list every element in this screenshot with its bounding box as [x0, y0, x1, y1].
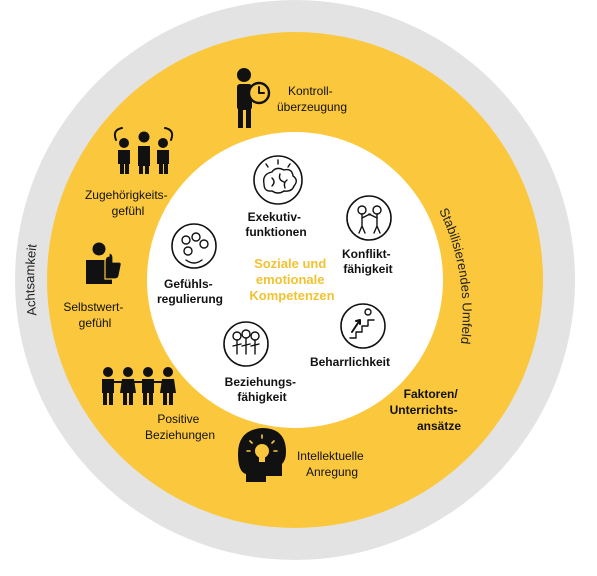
emotions-icon: [171, 223, 217, 269]
friends-group-icon: [223, 321, 269, 367]
item-exekutivfunktionen: Exekutiv- funktionen: [245, 155, 307, 239]
label-positive-beziehungen: Positive Beziehungen: [145, 412, 215, 442]
item-intellektuelle-anregung: Intellektuelle Anregung: [238, 428, 367, 482]
label-gefuehls: Gefühls- regulierung: [157, 277, 223, 306]
item-selbstwertgefuehl: Selbstwert- gefühl: [63, 242, 126, 330]
item-konfliktfaehigkeit: Konflikt- fähigkeit: [342, 195, 394, 276]
head-lightbulb-icon: [238, 428, 286, 482]
item-beziehungsfaehigkeit: Beziehungs- fähigkeit: [223, 321, 300, 404]
label-beharrlichkeit: Beharrlichkeit: [310, 355, 390, 369]
label-kontroll: Kontroll- überzeugung: [277, 84, 347, 114]
label-beziehungs: Beziehungs- fähigkeit: [225, 375, 300, 404]
label-selbstwert: Selbstwert- gefühl: [63, 300, 126, 330]
brain-icon: [253, 155, 303, 205]
label-anregung: Intellektuelle Anregung: [297, 449, 367, 479]
item-zugehoerigkeitsgefuehl: Zugehörigkeits- gefühl: [85, 127, 174, 218]
climbing-stairs-icon: [340, 303, 386, 349]
center-title: Soziale und emotionale Kompetenzen: [249, 256, 334, 303]
people-row-icon: [102, 367, 176, 405]
item-kontrollueberzeugung: Kontroll- überzeugung: [237, 68, 347, 128]
person-clock-icon: [237, 68, 271, 128]
thumbs-up-person-icon: [86, 242, 122, 284]
conflict-icon: [346, 195, 392, 241]
label-konflikt: Konflikt- fähigkeit: [342, 247, 394, 276]
item-positive-beziehungen: Positive Beziehungen: [102, 367, 215, 442]
group-hug-icon: [113, 127, 174, 174]
ring-label-achtsamkeit: Achtsamkeit: [22, 243, 39, 317]
item-beharrlichkeit: Beharrlichkeit: [310, 303, 390, 369]
item-gefuehlsregulierung: Gefühls- regulierung: [157, 223, 223, 306]
label-zugehoerigkeit: Zugehörigkeits- gefühl: [85, 188, 171, 218]
label-exekutiv: Exekutiv- funktionen: [245, 210, 306, 239]
label-faktoren: Faktoren/ Unterrichts- ansätze: [390, 387, 462, 433]
